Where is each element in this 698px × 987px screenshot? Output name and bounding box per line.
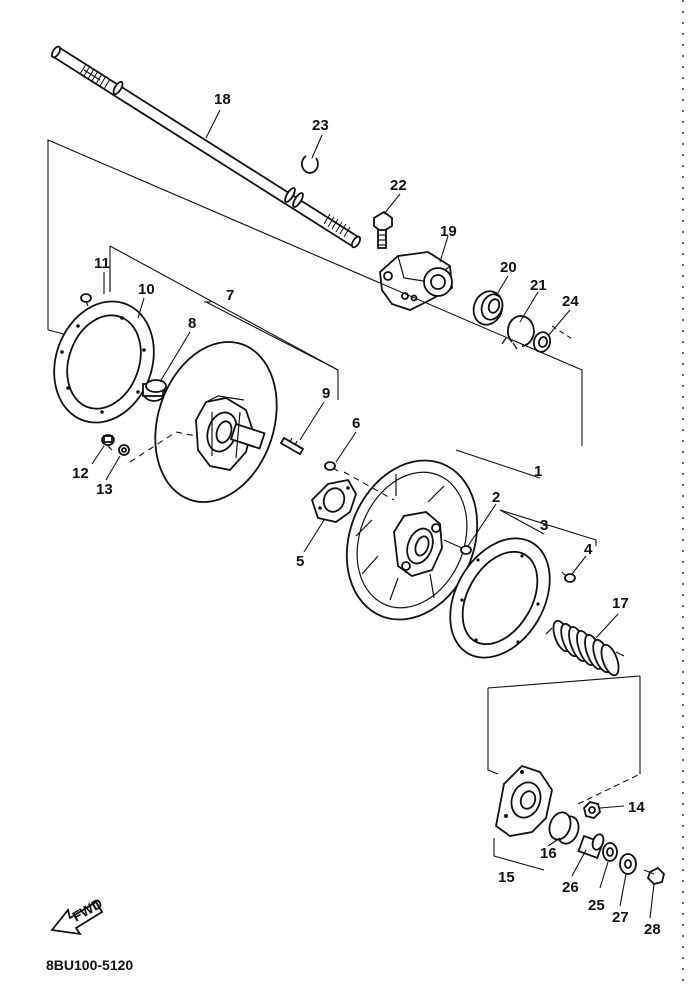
bolt-part-12 — [101, 434, 115, 451]
plate-part-3 — [449, 537, 551, 659]
bracket-part-15 — [495, 764, 553, 837]
bushing-part-8 — [142, 379, 167, 402]
label-12: 12 — [72, 465, 89, 482]
sheave-part-7 — [154, 341, 278, 503]
label-17: 17 — [612, 595, 629, 612]
label-3: 3 — [540, 517, 548, 534]
label-11: 11 — [94, 255, 110, 272]
nut-part-14 — [583, 801, 601, 819]
screw-part-4 — [561, 571, 576, 583]
screw-part-11 — [80, 293, 92, 307]
sheave-part-1 — [345, 459, 479, 621]
label-7: 7 — [226, 287, 234, 304]
label-4: 4 — [584, 541, 593, 558]
assembly-outline-lines — [47, 139, 641, 805]
pin-part-9 — [279, 436, 305, 456]
label-1: 1 — [534, 463, 542, 480]
label-20: 20 — [500, 259, 517, 276]
screw-part-6 — [324, 461, 339, 472]
spring-part-17 — [545, 619, 625, 677]
washer-part-27 — [619, 853, 637, 875]
label-14: 14 — [628, 799, 645, 816]
label-leader-lines — [91, 109, 655, 919]
label-24: 24 — [562, 293, 579, 310]
label-8: 8 — [188, 315, 196, 332]
plate-part-10 — [53, 300, 155, 424]
washer-part-25 — [602, 842, 618, 862]
label-23: 23 — [312, 117, 329, 134]
label-2: 2 — [492, 489, 500, 506]
label-10: 10 — [138, 281, 155, 298]
part-labels: 1 2 3 4 5 6 7 8 9 10 11 12 13 14 15 16 1… — [72, 91, 661, 938]
bolt-part-28 — [643, 866, 665, 885]
pin-part-2 — [460, 545, 472, 555]
label-27: 27 — [612, 909, 629, 926]
label-15: 15 — [498, 869, 515, 886]
circlip-part-23 — [301, 155, 319, 174]
washer-part-24 — [532, 331, 552, 353]
label-9: 9 — [322, 385, 330, 402]
label-25: 25 — [588, 897, 605, 914]
holder-part-19 — [379, 251, 453, 311]
bearing-part-20 — [472, 290, 504, 326]
plate-part-5 — [310, 478, 357, 523]
bolt-part-22 — [373, 210, 393, 249]
label-6: 6 — [352, 415, 360, 432]
label-26: 26 — [562, 879, 579, 896]
label-13: 13 — [96, 481, 113, 498]
label-28: 28 — [644, 921, 661, 938]
circlip-part-21 — [501, 315, 535, 350]
bushing-part-16 — [548, 811, 580, 845]
label-19: 19 — [440, 223, 457, 240]
label-22: 22 — [390, 177, 407, 194]
washer-part-13 — [118, 444, 130, 456]
shaft-part-18 — [50, 45, 362, 249]
label-18: 18 — [214, 91, 231, 108]
figure-code: 8BU100-5120 — [46, 957, 133, 973]
label-21: 21 — [530, 277, 547, 294]
fwd-arrow-icon: FWD — [50, 895, 105, 936]
label-16: 16 — [540, 845, 557, 862]
label-5: 5 — [296, 553, 304, 570]
collar-part-26 — [577, 833, 605, 860]
